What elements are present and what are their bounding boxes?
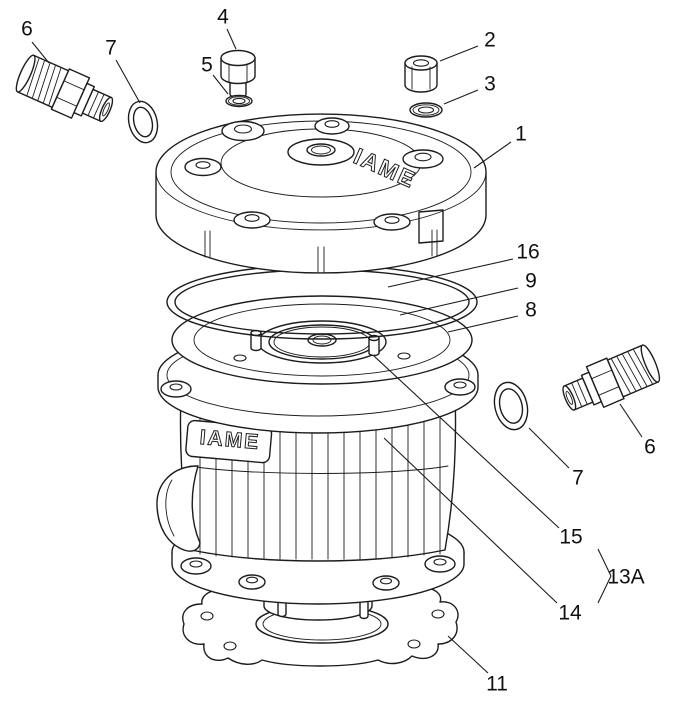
gasket-bolt-hole	[223, 641, 237, 651]
callout-label-9: 9	[525, 270, 537, 293]
insert-hole	[233, 354, 247, 362]
leader-line-3	[443, 89, 479, 105]
callout-label-13A: 13A	[607, 566, 644, 589]
exhaust-horn	[156, 465, 201, 552]
callout-label-2: 2	[484, 29, 496, 52]
leader-line-15	[373, 355, 560, 529]
leader-line-1	[473, 141, 512, 169]
washer-5	[225, 94, 253, 108]
leader-line-11	[447, 635, 489, 674]
bolt	[220, 49, 256, 99]
stud	[368, 337, 380, 357]
callout-label-5: 5	[201, 54, 213, 77]
cover-skirt-slits	[204, 229, 438, 273]
callouts-layer: 6 7 4 5 2 3 1 16 9 8 6 7 15 13A 14 11	[21, 6, 656, 696]
callout-label-16: 16	[516, 241, 539, 264]
leader-line-13A	[597, 548, 612, 577]
body-contour-line	[189, 465, 449, 474]
leader-line-4	[226, 28, 237, 50]
leader-line-7	[528, 427, 570, 469]
leader-line-5	[212, 74, 229, 95]
brand-plate: IAME	[185, 419, 273, 464]
leader-line-16	[387, 258, 514, 288]
head-cover: IAME	[155, 113, 487, 274]
sealing-ring-top-left	[127, 100, 159, 144]
leader-line-6	[31, 41, 50, 64]
head-insert	[171, 295, 473, 385]
leader-line-9	[399, 287, 519, 316]
callout-label-1: 1	[515, 123, 527, 146]
sealing-ring-right	[493, 381, 529, 431]
callout-label-8: 8	[525, 299, 537, 322]
insert-hole	[397, 352, 411, 360]
cover-cutout	[418, 209, 444, 244]
leader-line-6	[619, 403, 643, 438]
leader-line-13A	[597, 575, 612, 604]
fitting-top-left	[11, 50, 120, 132]
cover-rim-seam	[155, 171, 487, 231]
leader-line-14	[383, 437, 558, 604]
fitting-right	[556, 340, 665, 421]
washer-3	[409, 102, 443, 118]
callout-label-6: 6	[644, 436, 656, 459]
callout-label-7: 7	[572, 467, 584, 490]
stud	[250, 332, 262, 352]
callout-label-4: 4	[217, 6, 229, 29]
cylinder-body: IAME	[156, 328, 479, 621]
cooling-fins	[199, 409, 441, 560]
callout-label-11: 11	[486, 673, 508, 696]
callout-label-14: 14	[558, 602, 582, 625]
callout-label-7: 7	[105, 37, 117, 60]
spark-plug-boss	[287, 138, 355, 166]
leader-line-8	[447, 315, 519, 333]
leader-line-2	[439, 45, 479, 62]
nut	[404, 55, 438, 93]
callout-label-6: 6	[21, 18, 33, 41]
gasket-bolt-hole	[407, 639, 421, 649]
callout-label-15: 15	[559, 526, 582, 549]
leader-line-7	[115, 59, 141, 104]
gasket-bolt-hole	[200, 611, 214, 621]
gasket-bolt-hole	[431, 609, 445, 619]
callout-label-3: 3	[484, 73, 496, 96]
